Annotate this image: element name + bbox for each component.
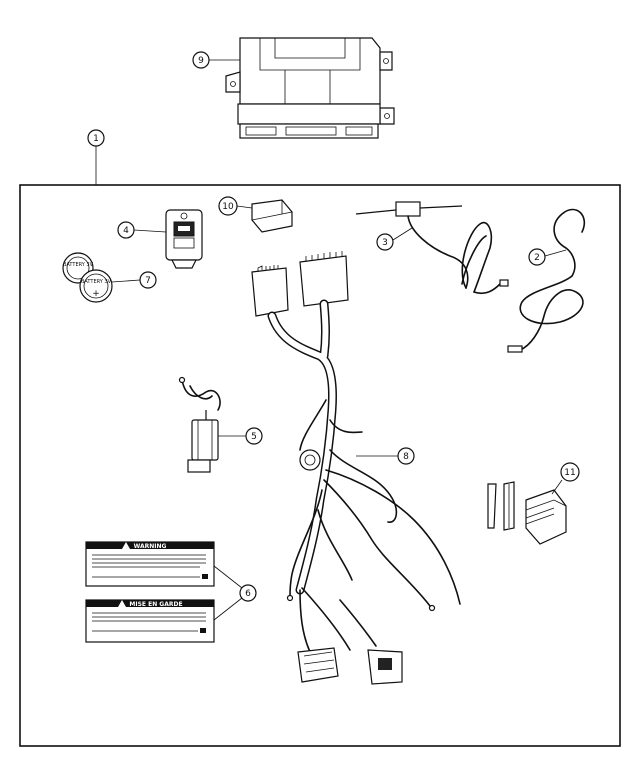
callout-6: 6 <box>213 565 257 621</box>
pad-part <box>251 199 293 233</box>
svg-text:4: 4 <box>123 226 129 236</box>
warning-label: WARNING <box>85 541 215 587</box>
callout-10: 10 <box>218 196 253 216</box>
callout-1: 1 <box>87 129 105 185</box>
battery-plus-sign: + <box>92 289 100 299</box>
kit-frame <box>19 184 621 747</box>
svg-text:3: 3 <box>382 238 388 248</box>
charge-label-title: MISE EN GARDE <box>129 601 182 608</box>
battery-bottom-label: BATTERY 3V <box>81 279 112 285</box>
callout-9: 9 <box>192 51 240 69</box>
mounting-parts <box>487 481 567 545</box>
control-module <box>225 37 395 139</box>
svg-text:2: 2 <box>534 253 540 263</box>
antenna-cable <box>355 201 509 295</box>
callout-2: 2 <box>528 248 567 266</box>
callout-7: 7 <box>111 271 157 289</box>
svg-text:7: 7 <box>145 276 151 286</box>
callout-3: 3 <box>376 227 413 251</box>
battery-cells: BATTERY 3V BATTERY 3V + <box>62 252 113 303</box>
callout-8: 8 <box>356 447 415 465</box>
svg-text:10: 10 <box>222 202 234 212</box>
charge-label: MISE EN GARDE <box>85 599 215 643</box>
svg-text:5: 5 <box>251 432 257 442</box>
svg-text:1: 1 <box>93 134 99 144</box>
svg-text:6: 6 <box>245 589 251 599</box>
warning-label-title: WARNING <box>134 543 167 550</box>
battery-top-label: BATTERY 3V <box>63 262 94 268</box>
wiring-harness <box>251 251 461 685</box>
callout-4: 4 <box>117 221 167 239</box>
svg-text:9: 9 <box>198 56 204 66</box>
sensor-lead <box>507 208 586 353</box>
relay-pigtail <box>178 376 221 473</box>
callout-5: 5 <box>218 427 263 445</box>
key-fob-transmitter <box>165 209 203 269</box>
svg-text:8: 8 <box>403 452 409 462</box>
callout-11: 11 <box>551 462 580 495</box>
svg-text:11: 11 <box>564 468 575 478</box>
